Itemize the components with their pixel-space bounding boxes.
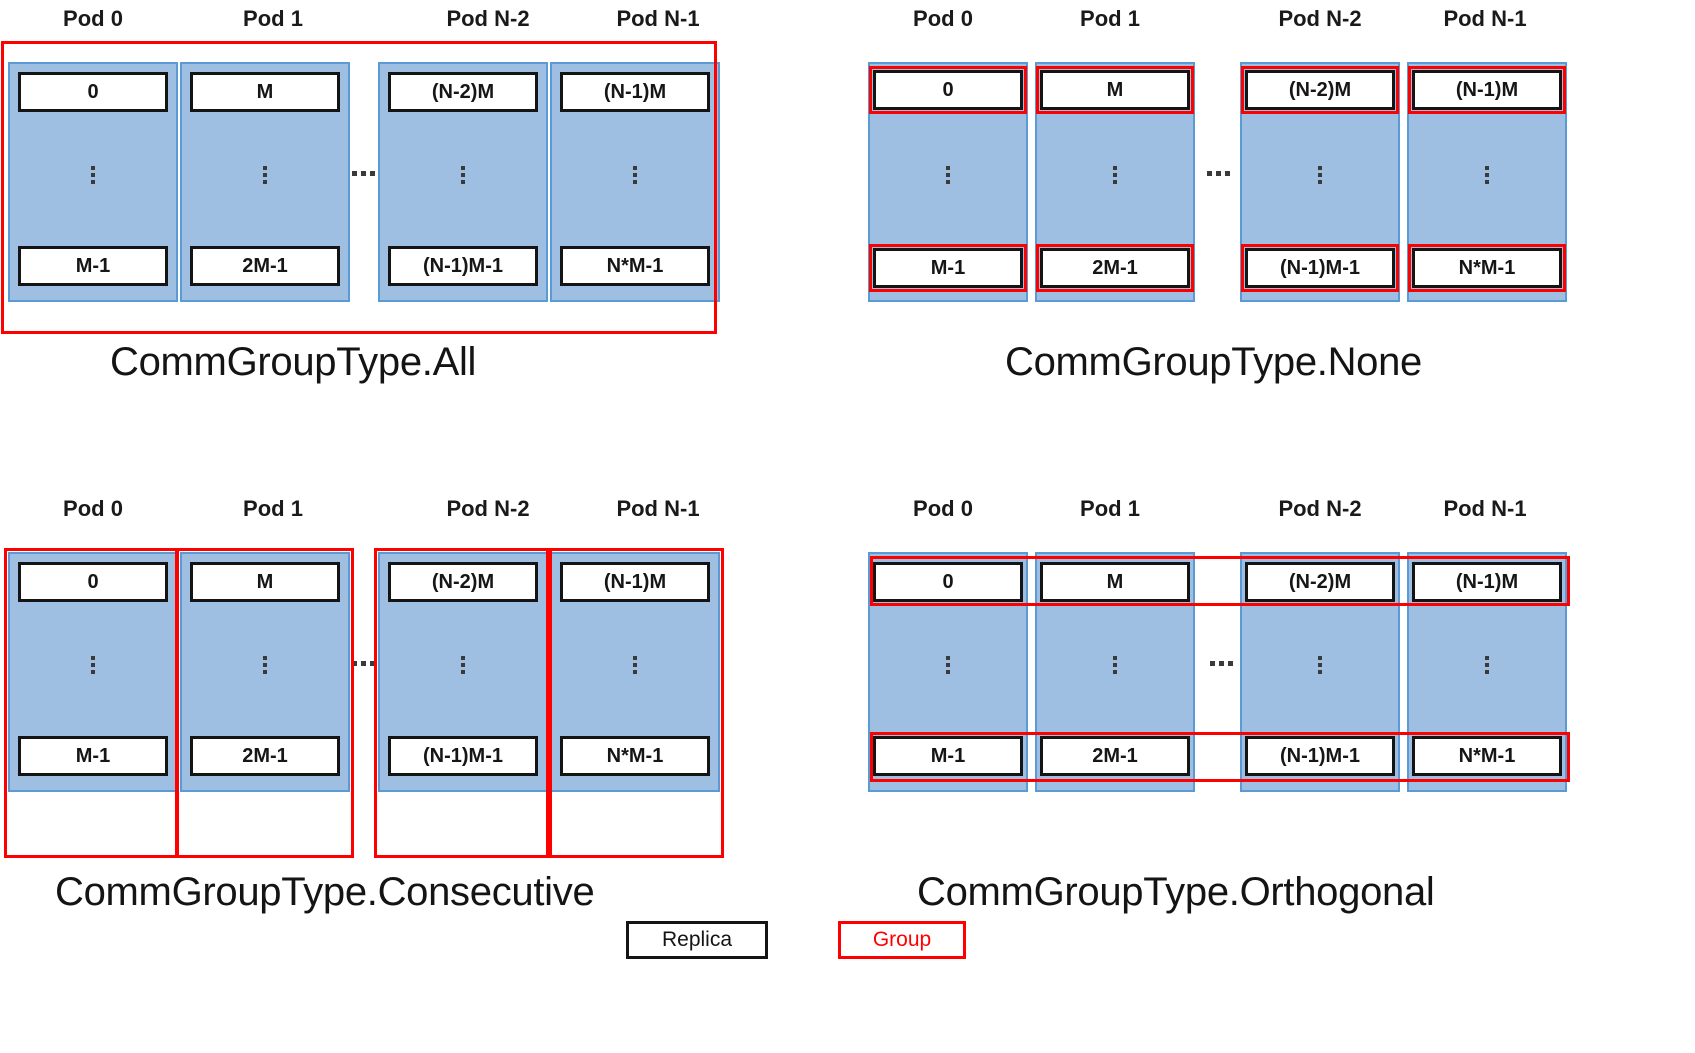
vertical-ellipsis-icon xyxy=(1478,652,1496,678)
vertical-ellipsis-icon xyxy=(84,652,102,678)
horizontal-ellipsis-icon xyxy=(345,658,381,668)
replica-cell: (N-1)M-1 xyxy=(1245,736,1395,776)
replica-cell: N*M-1 xyxy=(1412,248,1562,288)
horizontal-ellipsis-icon xyxy=(1203,658,1239,668)
panel-commgrouptype-orthogonal: Pod 0 Pod 1 Pod N-2 Pod N-1 0 M (N-2)M (… xyxy=(855,490,1595,914)
panel-commgrouptype-consecutive: Pod 0 Pod 1 Pod N-2 Pod N-1 0 M (N-2)M (… xyxy=(0,490,740,914)
pod-label: Pod 0 xyxy=(63,6,123,31)
replica-cell: M-1 xyxy=(873,736,1023,776)
replica-cell: M xyxy=(190,72,340,112)
replica-cell: (N-1)M xyxy=(560,72,710,112)
replica-cell: (N-2)M xyxy=(1245,562,1395,602)
pod-label: Pod 0 xyxy=(913,6,973,31)
vertical-ellipsis-icon xyxy=(1311,162,1329,188)
replica-cell: N*M-1 xyxy=(560,246,710,286)
pod-label: Pod N-2 xyxy=(1278,496,1362,521)
vertical-ellipsis-icon xyxy=(454,652,472,678)
replica-cell: M xyxy=(1040,70,1190,110)
replica-cell: 0 xyxy=(873,70,1023,110)
replica-cell: (N-2)M xyxy=(388,72,538,112)
pod-label: Pod N-1 xyxy=(1443,6,1527,31)
vertical-ellipsis-icon xyxy=(1106,652,1124,678)
vertical-ellipsis-icon xyxy=(626,652,644,678)
vertical-ellipsis-icon xyxy=(454,162,472,188)
pod-label: Pod N-2 xyxy=(446,496,530,521)
panel-caption: CommGroupType.Orthogonal xyxy=(917,870,1435,914)
replica-cell: M xyxy=(1040,562,1190,602)
vertical-ellipsis-icon xyxy=(626,162,644,188)
replica-cell: M-1 xyxy=(18,246,168,286)
replica-cell: M-1 xyxy=(18,736,168,776)
replica-cell: 2M-1 xyxy=(1040,248,1190,288)
replica-cell: 0 xyxy=(18,562,168,602)
pod-label: Pod 0 xyxy=(913,496,973,521)
legend-replica: Replica xyxy=(626,921,768,959)
panel-commgrouptype-all: Pod 0 Pod 1 Pod N-2 Pod N-1 0 M (N-2)M (… xyxy=(0,0,740,400)
replica-cell: 0 xyxy=(18,72,168,112)
panel-caption: CommGroupType.None xyxy=(1005,340,1423,384)
replica-cell: 2M-1 xyxy=(1040,736,1190,776)
replica-cell: (N-1)M xyxy=(1412,70,1562,110)
pod-label: Pod 1 xyxy=(243,496,303,521)
replica-cell: M-1 xyxy=(873,248,1023,288)
horizontal-ellipsis-icon xyxy=(1200,168,1236,178)
legend-group: Group xyxy=(838,921,966,959)
vertical-ellipsis-icon xyxy=(939,652,957,678)
vertical-ellipsis-icon xyxy=(256,652,274,678)
panel-commgrouptype-none: Pod 0 Pod 1 Pod N-2 Pod N-1 0 M (N-2)M (… xyxy=(855,0,1595,400)
vertical-ellipsis-icon xyxy=(1106,162,1124,188)
replica-cell: 2M-1 xyxy=(190,246,340,286)
panel-caption: CommGroupType.All xyxy=(110,340,477,384)
vertical-ellipsis-icon xyxy=(84,162,102,188)
replica-cell: (N-1)M-1 xyxy=(388,736,538,776)
replica-cell: (N-2)M xyxy=(1245,70,1395,110)
replica-cell: N*M-1 xyxy=(1412,736,1562,776)
replica-cell: (N-1)M xyxy=(560,562,710,602)
replica-cell: (N-1)M-1 xyxy=(1245,248,1395,288)
pod-label: Pod N-1 xyxy=(1443,496,1527,521)
pod-label: Pod N-2 xyxy=(446,6,530,31)
vertical-ellipsis-icon xyxy=(1311,652,1329,678)
replica-cell: (N-1)M xyxy=(1412,562,1562,602)
pod-label: Pod 1 xyxy=(1080,6,1140,31)
pod-label: Pod 1 xyxy=(1080,496,1140,521)
replica-cell: 0 xyxy=(873,562,1023,602)
replica-cell: (N-2)M xyxy=(388,562,538,602)
pod-label: Pod 0 xyxy=(63,496,123,521)
pod-label: Pod N-1 xyxy=(616,6,700,31)
pod-label: Pod N-1 xyxy=(616,496,700,521)
vertical-ellipsis-icon xyxy=(939,162,957,188)
replica-cell: (N-1)M-1 xyxy=(388,246,538,286)
replica-cell: 2M-1 xyxy=(190,736,340,776)
vertical-ellipsis-icon xyxy=(1478,162,1496,188)
vertical-ellipsis-icon xyxy=(256,162,274,188)
pod-label: Pod N-2 xyxy=(1278,6,1362,31)
replica-cell: N*M-1 xyxy=(560,736,710,776)
replica-cell: M xyxy=(190,562,340,602)
pod-label: Pod 1 xyxy=(243,6,303,31)
panel-caption: CommGroupType.Consecutive xyxy=(55,870,595,914)
horizontal-ellipsis-icon xyxy=(345,168,381,178)
